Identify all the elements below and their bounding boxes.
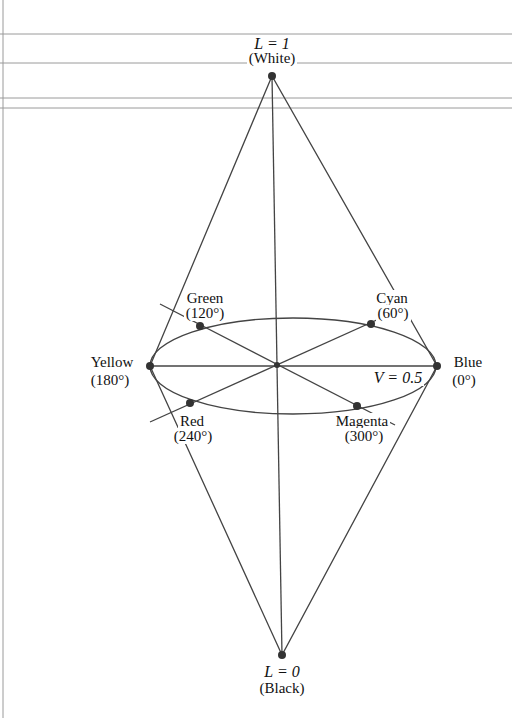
vertex-dot [268,72,276,80]
hue-dot [186,399,194,407]
center-dot [274,362,280,368]
hue-angle: (0°) [450,372,478,388]
color-name: Magenta [334,413,390,429]
hue-angle: (300°) [343,428,386,444]
hue-angle: (240°) [172,428,215,444]
frame-line [0,34,512,35]
cone-outline [150,76,437,655]
lightness-label: L = 0 [262,664,301,680]
hue-dot [433,362,441,370]
color-name: (Black) [258,680,307,696]
value-label: V = 0.5 [372,370,424,386]
color-name: (White) [247,50,298,66]
hue-angle: (120°) [184,305,227,321]
hue-dot [353,402,361,410]
frame-line [0,108,512,109]
hue-dot [367,320,375,328]
color-name: Blue [452,354,484,370]
hue-dot [196,322,204,330]
hue-axis [150,305,410,422]
hue-angle: (60°) [376,305,411,321]
color-name: Green [185,290,226,306]
color-name: Red [178,413,206,429]
color-name: Yellow [89,354,136,370]
color-name: Cyan [374,290,410,306]
hue-axis [150,365,437,366]
frame-line [0,98,512,99]
hue-axis [160,304,395,425]
hue-dot [146,362,154,370]
hue-ellipse [150,318,436,414]
hue-angle: (180°) [89,372,132,388]
vertex-dot [278,651,286,659]
